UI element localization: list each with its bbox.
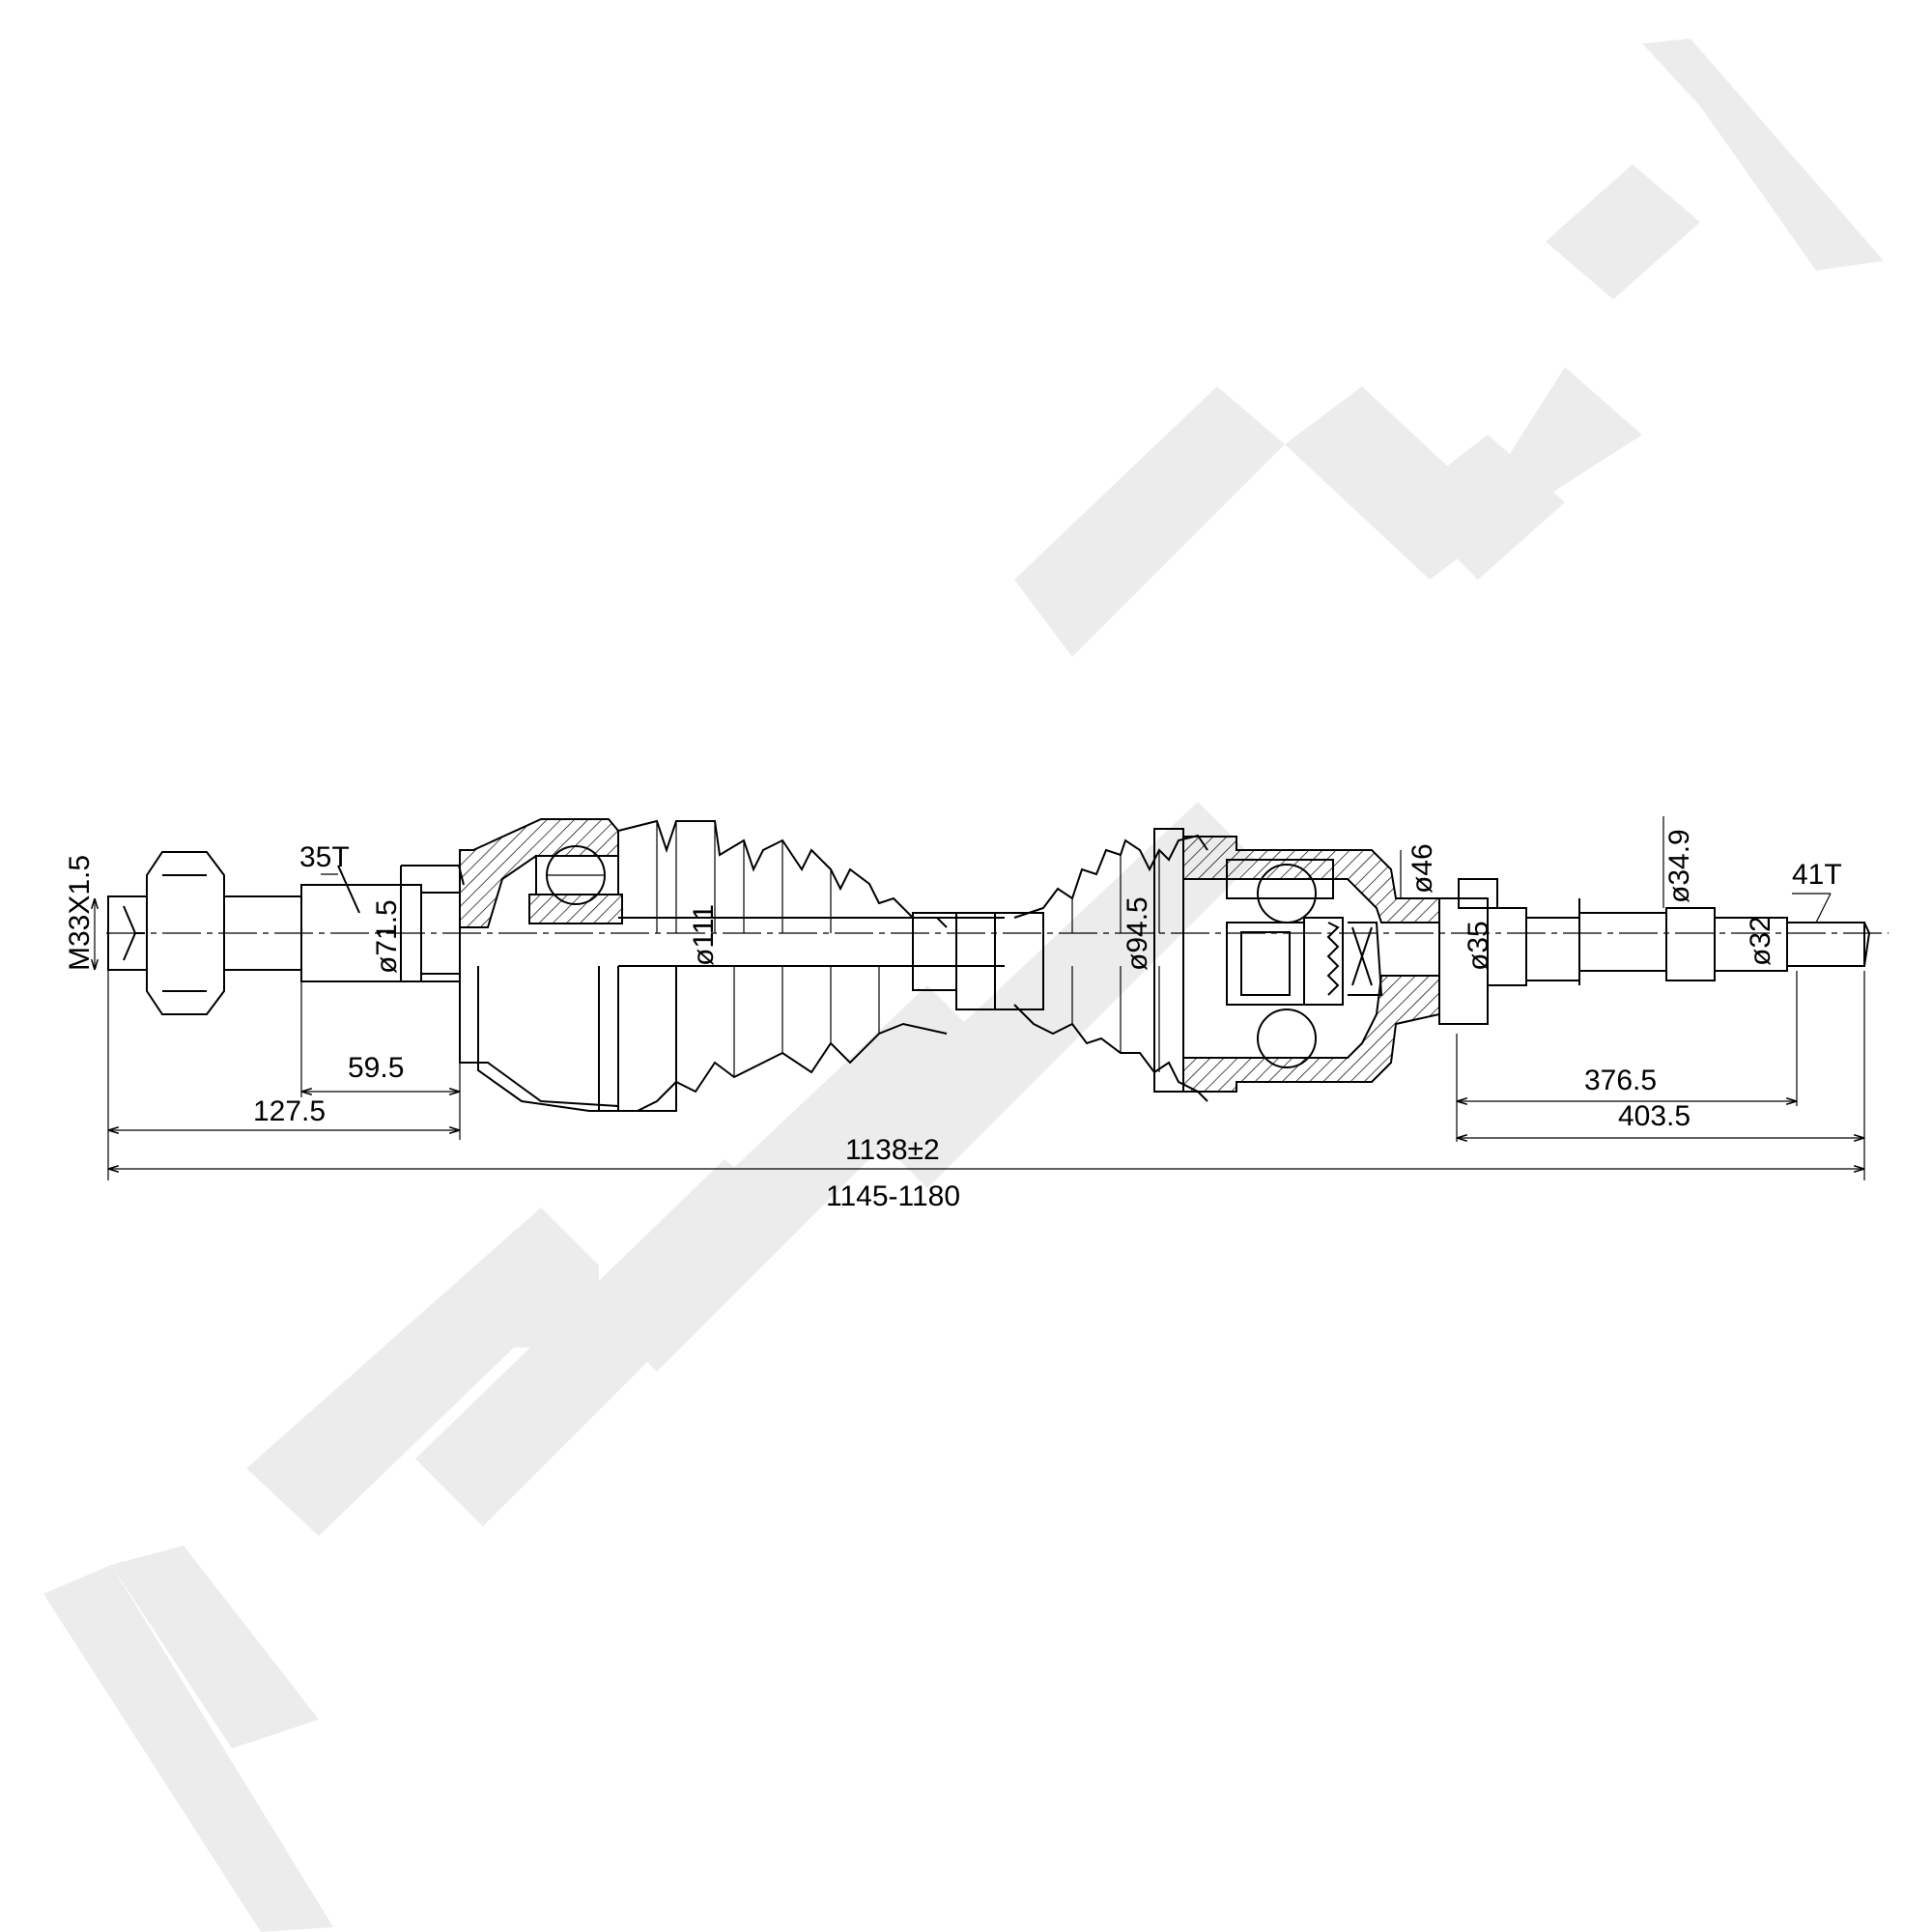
- length-127-5-label: 127.5: [253, 1095, 326, 1127]
- watermark-logo: [43, 39, 1884, 1932]
- tripod-spider: [1226, 922, 1305, 1006]
- spline-41t-label: 41T: [1792, 859, 1842, 891]
- spline-35t-label: 35T: [299, 841, 350, 873]
- thread-label: M33X1.5: [64, 855, 96, 971]
- diameter-46-label: ø46: [1406, 843, 1438, 894]
- dimension-lines: [95, 816, 1865, 1180]
- inner-spline: [1786, 922, 1865, 967]
- hub-nut: [146, 851, 225, 1015]
- diameter-32-label: ø32: [1745, 916, 1776, 966]
- diameter-111-label: ø111: [688, 904, 720, 966]
- inner-boot: [1013, 828, 1208, 1102]
- circlip: [1458, 878, 1498, 909]
- length-range-label: 1145-1180: [826, 1180, 960, 1212]
- inner-spline-shoulder: [1665, 907, 1716, 981]
- outer-cv-joint: [400, 818, 677, 1112]
- diameter-94-5-label: ø94.5: [1122, 896, 1153, 971]
- diameter-34-9-label: ø34.9: [1663, 829, 1695, 903]
- diameter-71-5-label: ø71.5: [371, 899, 403, 974]
- dimension-labels: M33X1.5 35T 41T ø71.5 ø111 ø94.5 ø46 ø35…: [64, 829, 1842, 1212]
- length-59-5-label: 59.5: [348, 1052, 404, 1084]
- diameter-35-label: ø35: [1463, 921, 1494, 971]
- inner-stub-axle: [1438, 878, 1871, 1025]
- length-403-5-label: 403.5: [1618, 1100, 1690, 1132]
- outer-boot: [617, 819, 957, 1112]
- length-376-5-label: 376.5: [1584, 1065, 1657, 1096]
- overall-length-label: 1138±2: [845, 1134, 940, 1166]
